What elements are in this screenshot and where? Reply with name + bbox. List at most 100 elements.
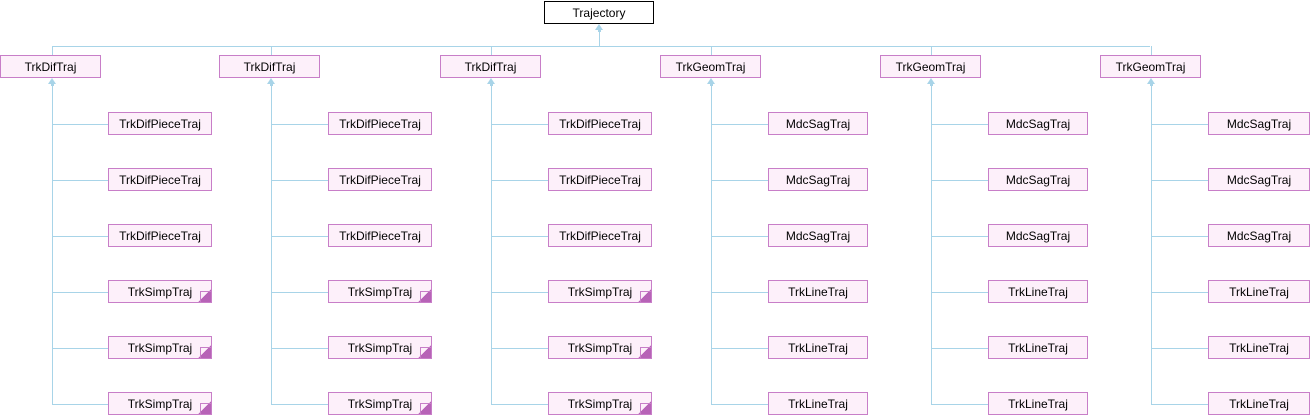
node-label: MdcSagTraj [1226, 116, 1292, 131]
node-child-1-6[interactable]: TrkSimpTraj [108, 392, 212, 415]
node-child-6-3[interactable]: MdcSagTraj [1208, 224, 1310, 247]
edge-branch-0-2 [52, 236, 108, 237]
node-child-2-6[interactable]: TrkSimpTraj [328, 392, 432, 415]
node-parent-6[interactable]: TrkGeomTraj [1100, 55, 1201, 78]
node-parent-1[interactable]: TrkDifTraj [0, 55, 101, 78]
edge-spine-5 [1151, 84, 1152, 404]
node-child-2-3[interactable]: TrkDifPieceTraj [328, 224, 432, 247]
node-label: MdcSagTraj [785, 172, 851, 187]
edge-branch-0-5 [52, 404, 108, 405]
node-label: TrkLineTraj [788, 396, 848, 411]
edge-spine-0 [52, 84, 53, 404]
node-child-5-6[interactable]: TrkLineTraj [988, 392, 1088, 415]
node-child-3-6[interactable]: TrkSimpTraj [548, 392, 652, 415]
node-label: TrkLineTraj [1008, 340, 1068, 355]
node-child-4-4[interactable]: TrkLineTraj [768, 280, 868, 303]
node-child-2-4[interactable]: TrkSimpTraj [328, 280, 432, 303]
edge-branch-4-2 [931, 236, 988, 237]
node-label: TrkDifTraj [464, 59, 517, 74]
arrowhead-stub-parent-4 [930, 83, 933, 86]
edge-branch-1-4 [271, 348, 328, 349]
edge-branch-0-1 [52, 180, 108, 181]
node-label: MdcSagTraj [1005, 228, 1071, 243]
node-parent-3[interactable]: TrkDifTraj [440, 55, 541, 78]
edge-branch-3-2 [711, 236, 768, 237]
arrowhead-stub-parent-1 [270, 83, 273, 86]
edge-branch-4-5 [931, 404, 988, 405]
node-child-6-5[interactable]: TrkLineTraj [1208, 336, 1310, 359]
node-label: MdcSagTraj [1005, 172, 1071, 187]
node-child-5-4[interactable]: TrkLineTraj [988, 280, 1088, 303]
arrowhead-parent-4 [927, 78, 935, 84]
node-child-4-6[interactable]: TrkLineTraj [768, 392, 868, 415]
edge-branch-1-5 [271, 404, 328, 405]
node-child-2-2[interactable]: TrkDifPieceTraj [328, 168, 432, 191]
node-parent-4[interactable]: TrkGeomTraj [660, 55, 761, 78]
node-label: TrkGeomTraj [1115, 59, 1186, 74]
edge-branch-4-4 [931, 348, 988, 349]
edge-spine-2 [491, 84, 492, 404]
node-child-5-1[interactable]: MdcSagTraj [988, 112, 1088, 135]
edge-bus-drop-4 [931, 46, 932, 55]
edge-branch-4-0 [931, 124, 988, 125]
node-label: TrkLineTraj [1008, 396, 1068, 411]
node-label: TrkLineTraj [1008, 284, 1068, 299]
node-label: TrkLineTraj [1229, 284, 1289, 299]
arrowhead-parent-5 [1147, 78, 1155, 84]
node-child-4-1[interactable]: MdcSagTraj [768, 112, 868, 135]
node-child-4-2[interactable]: MdcSagTraj [768, 168, 868, 191]
edge-branch-2-3 [491, 292, 548, 293]
node-child-2-1[interactable]: TrkDifPieceTraj [328, 112, 432, 135]
node-child-2-5[interactable]: TrkSimpTraj [328, 336, 432, 359]
arrowhead-parent-1 [267, 78, 275, 84]
node-child-1-4[interactable]: TrkSimpTraj [108, 280, 212, 303]
edge-spine-1 [271, 84, 272, 404]
node-child-6-4[interactable]: TrkLineTraj [1208, 280, 1310, 303]
node-label: TrkLineTraj [1229, 340, 1289, 355]
node-child-4-3[interactable]: MdcSagTraj [768, 224, 868, 247]
arrowhead-stub-parent-3 [710, 83, 713, 86]
node-child-3-1[interactable]: TrkDifPieceTraj [548, 112, 652, 135]
edge-spine-4 [931, 84, 932, 404]
node-parent-5[interactable]: TrkGeomTraj [880, 55, 981, 78]
arrowhead-root [595, 24, 603, 30]
edge-branch-0-3 [52, 292, 108, 293]
node-label: TrkLineTraj [788, 284, 848, 299]
edge-branch-4-1 [931, 180, 988, 181]
node-child-1-5[interactable]: TrkSimpTraj [108, 336, 212, 359]
edge-branch-5-1 [1151, 180, 1208, 181]
edge-branch-3-5 [711, 404, 768, 405]
node-child-6-2[interactable]: MdcSagTraj [1208, 168, 1310, 191]
node-label: TrkSimpTraj [567, 284, 633, 299]
node-child-1-1[interactable]: TrkDifPieceTraj [108, 112, 212, 135]
node-root-trajectory[interactable]: Trajectory [544, 1, 654, 24]
node-label: TrkLineTraj [788, 340, 848, 355]
node-label: TrkDifPieceTraj [119, 228, 201, 243]
node-child-1-3[interactable]: TrkDifPieceTraj [108, 224, 212, 247]
node-label: MdcSagTraj [1005, 116, 1071, 131]
node-parent-2[interactable]: TrkDifTraj [219, 55, 320, 78]
edge-branch-1-2 [271, 236, 328, 237]
arrowhead-parent-0 [48, 78, 56, 84]
node-label: TrkGeomTraj [895, 59, 966, 74]
edge-branch-5-0 [1151, 124, 1208, 125]
node-label: TrkDifPieceTraj [339, 228, 421, 243]
node-child-6-6[interactable]: TrkLineTraj [1208, 392, 1310, 415]
node-child-3-5[interactable]: TrkSimpTraj [548, 336, 652, 359]
edge-branch-5-3 [1151, 292, 1208, 293]
node-label: MdcSagTraj [785, 116, 851, 131]
node-child-5-3[interactable]: MdcSagTraj [988, 224, 1088, 247]
node-child-1-2[interactable]: TrkDifPieceTraj [108, 168, 212, 191]
node-label: TrkDifPieceTraj [339, 172, 421, 187]
node-child-5-2[interactable]: MdcSagTraj [988, 168, 1088, 191]
node-child-3-4[interactable]: TrkSimpTraj [548, 280, 652, 303]
node-child-6-1[interactable]: MdcSagTraj [1208, 112, 1310, 135]
node-child-4-5[interactable]: TrkLineTraj [768, 336, 868, 359]
node-child-3-3[interactable]: TrkDifPieceTraj [548, 224, 652, 247]
edge-bus [52, 46, 1150, 47]
node-child-5-5[interactable]: TrkLineTraj [988, 336, 1088, 359]
node-label: TrkDifPieceTraj [339, 116, 421, 131]
node-child-3-2[interactable]: TrkDifPieceTraj [548, 168, 652, 191]
node-label: TrkSimpTraj [347, 284, 413, 299]
